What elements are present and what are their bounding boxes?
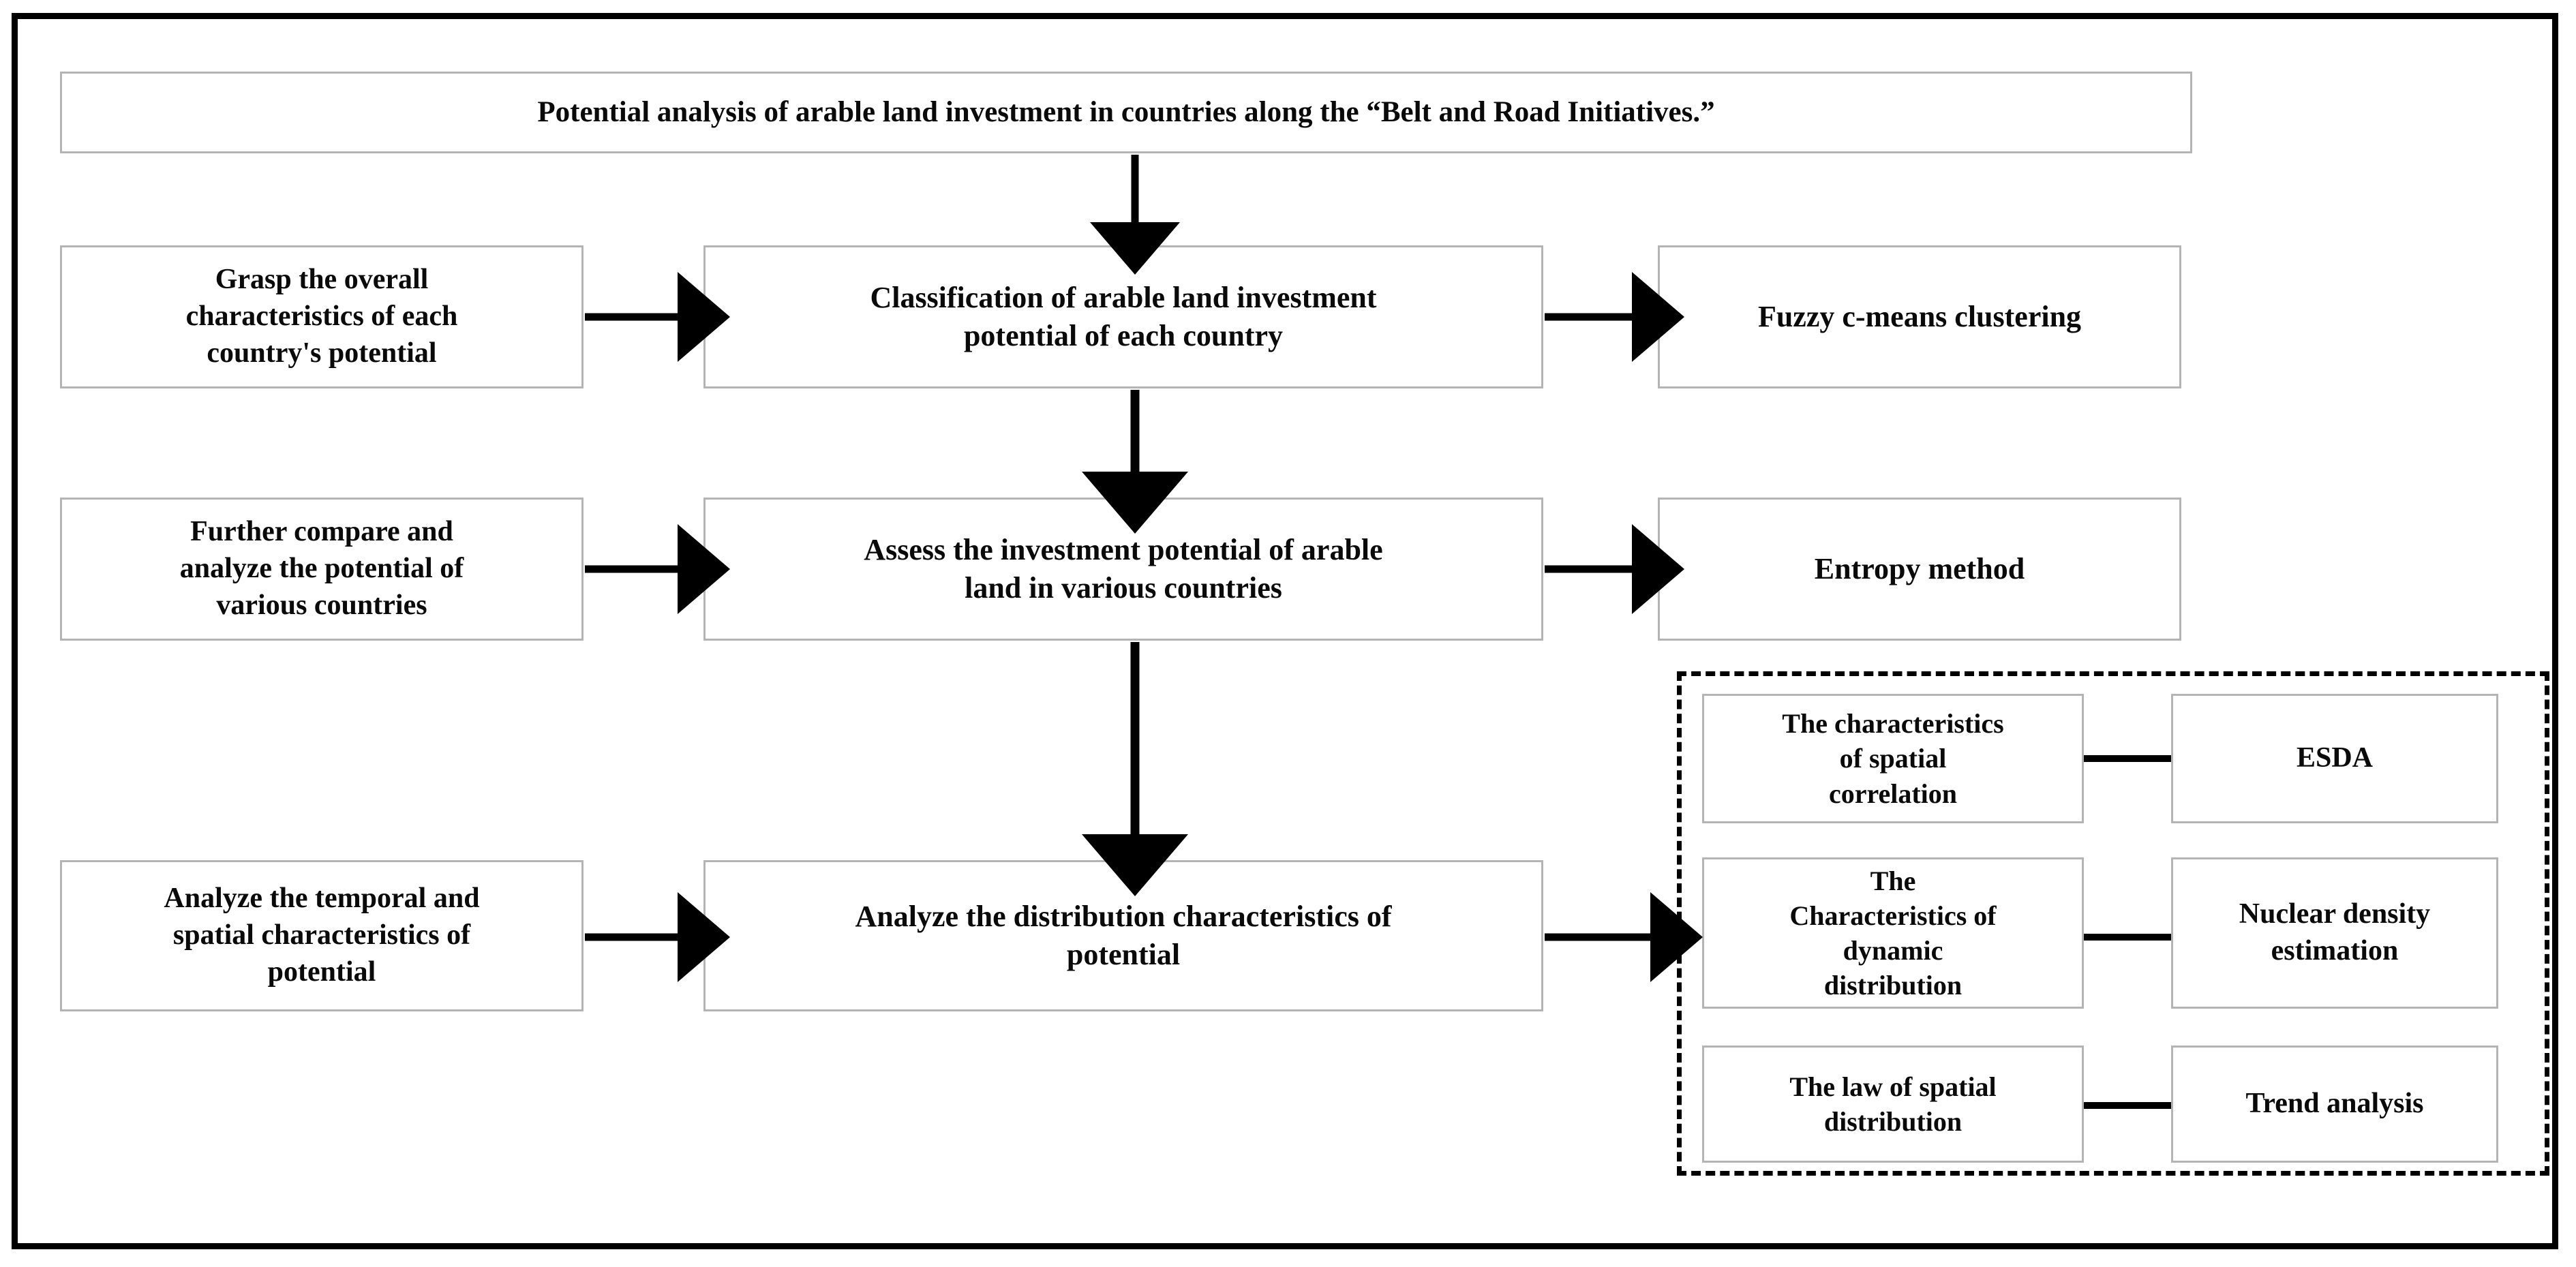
node-fuzzy-c-means-clustering[interactable]: Fuzzy c-means clustering [1658,245,2181,388]
node-title-label: Potential analysis of arable land invest… [537,96,1715,129]
node-label: Nuclear density estimation [2239,898,2431,966]
node-label: The characteristics of spatial correlati… [1782,708,2004,809]
node-analyze-temporal-spatial[interactable]: Analyze the temporal and spatial charact… [60,860,584,1011]
node-label: Assess the investment potential of arabl… [864,532,1383,605]
node-grasp-overall-characteristics[interactable]: Grasp the overall characteristics of eac… [60,245,584,388]
node-classification-of-potential[interactable]: Classification of arable land investment… [703,245,1543,388]
node-label: Analyze the distribution characteristics… [855,899,1392,971]
node-nuclear-density-estimation[interactable]: Nuclear density estimation [2171,857,2498,1009]
node-assess-investment-potential[interactable]: Assess the investment potential of arabl… [703,498,1543,641]
node-esda[interactable]: ESDA [2171,694,2498,823]
node-spatial-correlation-characteristics[interactable]: The characteristics of spatial correlati… [1702,694,2084,823]
node-label: Classification of arable land investment… [870,280,1377,352]
node-analyze-distribution-characteristics[interactable]: Analyze the distribution characteristics… [703,860,1543,1011]
node-trend-analysis[interactable]: Trend analysis [2171,1045,2498,1163]
node-dynamic-distribution-characteristics[interactable]: The Characteristics of dynamic distribut… [1702,857,2084,1009]
node-label: Further compare and analyze the potentia… [179,516,464,621]
node-label: The law of spatial distribution [1789,1071,1997,1137]
node-title-box[interactable]: Potential analysis of arable land invest… [60,72,2192,153]
node-label: ESDA [2296,742,2374,774]
node-law-of-spatial-distribution[interactable]: The law of spatial distribution [1702,1045,2084,1163]
node-label: Analyze the temporal and spatial charact… [164,883,480,988]
node-label: Entropy method [1814,551,2025,585]
node-label: Fuzzy c-means clustering [1757,299,2082,333]
node-further-compare-analyze[interactable]: Further compare and analyze the potentia… [60,498,584,641]
node-label: The Characteristics of dynamic distribut… [1789,865,1997,1001]
node-label: Grasp the overall characteristics of eac… [185,264,458,369]
node-label: Trend analysis [2245,1088,2424,1120]
node-entropy-method[interactable]: Entropy method [1658,498,2181,641]
